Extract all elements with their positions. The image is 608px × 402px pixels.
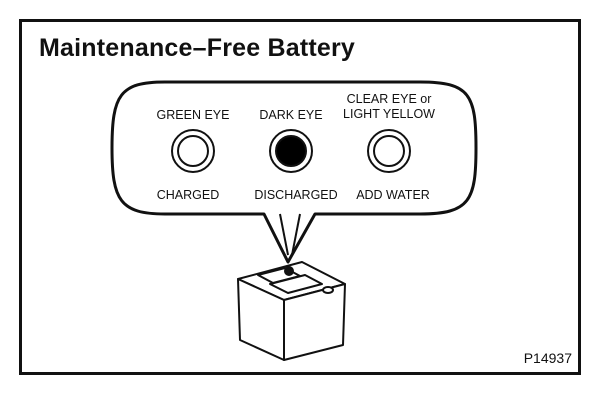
discharged-label: DISCHARGED: [254, 188, 338, 202]
green-eye-label: GREEN EYE: [156, 108, 230, 122]
clear-eye-label-line1: CLEAR EYE or: [346, 92, 432, 106]
add-water-label: ADD WATER: [356, 188, 430, 202]
charged-label: CHARGED: [156, 188, 220, 202]
clear-eye-icon: [373, 135, 405, 167]
green-eye-indicator: [171, 129, 215, 173]
battery-icon: [237, 261, 346, 361]
dark-eye-label: DARK EYE: [259, 108, 323, 122]
figure-code: P14937: [523, 350, 572, 366]
dark-eye-indicator: [269, 129, 313, 173]
green-eye-icon: [177, 135, 209, 167]
clear-eye-indicator: [367, 129, 411, 173]
figure-title: Maintenance–Free Battery: [39, 34, 356, 62]
arrow-icon: [279, 213, 301, 256]
clear-eye-label-line2: LIGHT YELLOW: [343, 107, 435, 121]
dark-eye-icon: [275, 135, 307, 167]
